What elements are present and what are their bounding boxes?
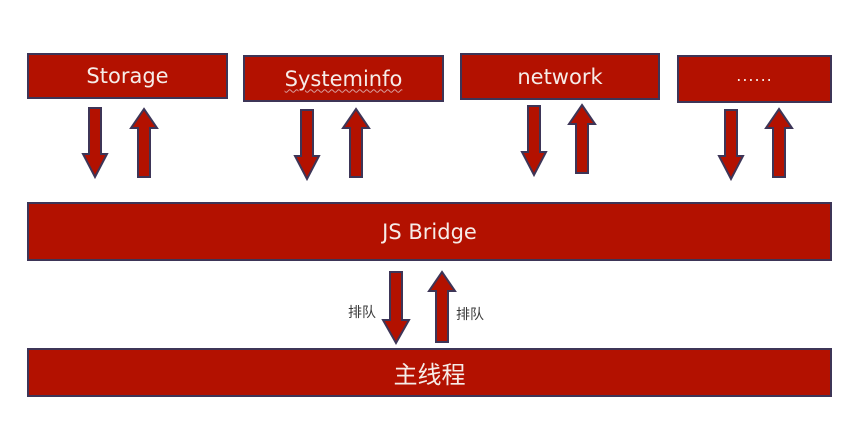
arrow-up-icon <box>427 270 457 343</box>
module-box-storage: Storage <box>27 53 228 99</box>
main-thread-label: 主线程 <box>393 361 466 389</box>
module-label-network: network <box>517 64 603 89</box>
js-bridge-bar: JS Bridge <box>27 202 832 261</box>
arrow-up-icon <box>129 107 159 178</box>
module-label-more: ...... <box>736 65 773 85</box>
js-bridge-label: JS Bridge <box>382 219 477 244</box>
module-label-storage: Storage <box>86 64 169 88</box>
queue-label-up: 排队 <box>456 307 484 323</box>
arrow-down-icon <box>717 109 745 182</box>
arrow-up-icon <box>567 103 597 174</box>
arrow-up-icon <box>341 107 371 178</box>
arrow-down-icon <box>81 107 109 180</box>
arrow-up-icon <box>764 107 794 178</box>
queue-label-down: 排队 <box>348 305 376 321</box>
module-box-network: network <box>460 53 660 100</box>
arrow-down-icon <box>520 105 548 178</box>
module-label-systeminfo: Systeminfo <box>284 66 403 91</box>
module-box-systeminfo: Systeminfo <box>243 55 444 102</box>
module-box-more: ...... <box>677 55 832 103</box>
main-thread-bar: 主线程 <box>27 348 832 397</box>
arrow-down-icon <box>293 109 321 182</box>
arrow-down-icon <box>381 271 411 346</box>
